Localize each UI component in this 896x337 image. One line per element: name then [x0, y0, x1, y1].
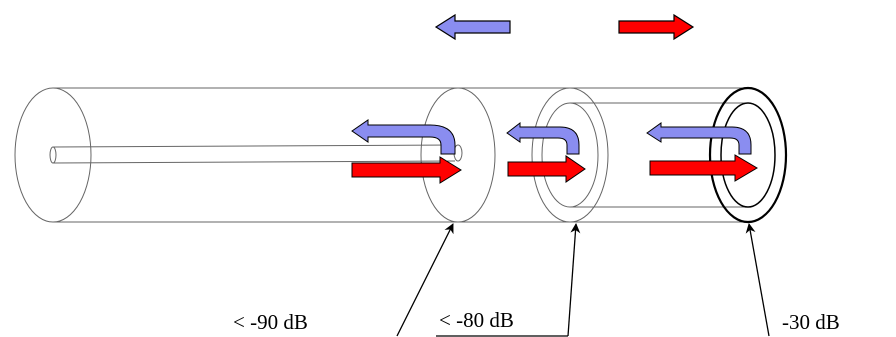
connector-reflection: [506, 121, 586, 183]
legend-incident-arrow-icon: [618, 13, 695, 41]
connector-outer-face: [531, 87, 609, 223]
callout-connector: [567, 223, 581, 337]
connector-inner-face: [541, 102, 599, 208]
label-splice-loss: < -90 dB: [233, 310, 308, 334]
label-connector-loss: < -80 dB: [439, 308, 514, 332]
splice-reflection: [351, 119, 462, 184]
callout-end-face: [745, 223, 770, 337]
end-face-reflection: [646, 122, 758, 182]
splice-face: [420, 87, 496, 223]
label-end-face-loss: -30 dB: [782, 310, 840, 334]
callout-lines: [396, 223, 770, 337]
end-face: [708, 86, 788, 224]
fiber-section-2: [458, 87, 748, 223]
callout-splice: [396, 223, 454, 337]
legend-reflected-arrow-icon: [434, 13, 511, 41]
fiber-section-1-start-face: [14, 87, 92, 223]
fiber-section-1: [14, 87, 463, 223]
